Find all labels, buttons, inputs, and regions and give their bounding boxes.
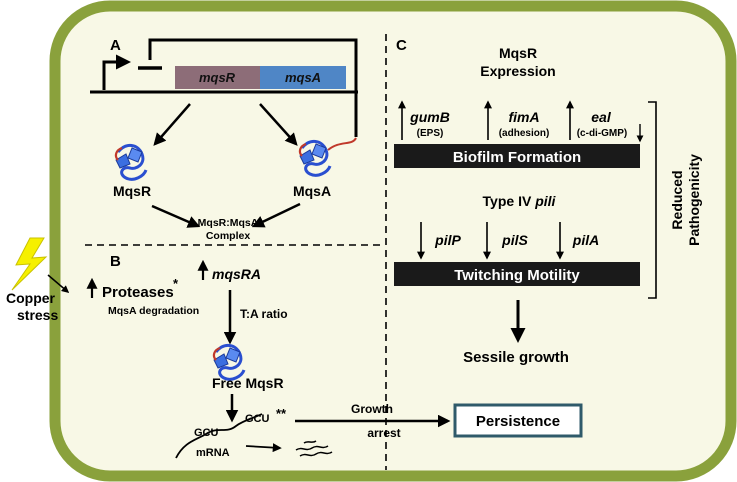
type-iv-pili-label: Type IV pili (483, 193, 557, 209)
fima-label: fimA (508, 109, 539, 125)
proteases-asterisk: * (173, 276, 179, 291)
proteases-label: Proteases (102, 284, 174, 301)
mrna-strand (175, 413, 263, 459)
mqsa-gene-label: mqsA (285, 70, 321, 85)
mqsr-expression-line2: Expression (480, 63, 555, 79)
gumb-label: gumB (409, 109, 450, 125)
panel-c-label: C (396, 37, 407, 54)
pils-label: pilS (501, 232, 528, 248)
complex-label-line1: MqsR:MqsA (198, 217, 259, 229)
cell-boundary (49, 0, 737, 482)
mqsr-gene-label: mqsR (199, 70, 236, 85)
cleaved-fragment-1 (295, 445, 329, 451)
mqsa-protein-label: MqsA (293, 183, 331, 199)
mrna-label: mRNA (196, 447, 230, 459)
mqsr-gene (175, 66, 260, 89)
mqsa-degradation-label: MqsA degradation (108, 305, 199, 317)
biofilm-bar (394, 144, 640, 168)
arrow-mqsa-to-complex (251, 202, 301, 228)
persistence-box (453, 403, 583, 438)
stress-label: stress (17, 307, 58, 323)
gcu-label-1: GCU (194, 427, 219, 439)
arrow-mqsr-to-complex (151, 204, 201, 228)
pila-label: pilA (572, 232, 599, 248)
mqsr-protein-label: MqsR (113, 183, 151, 199)
cleaved-fragment-2 (299, 451, 333, 457)
free-mqsr-label: Free MqsR (212, 375, 284, 391)
complex-label-line2: Complex (206, 230, 251, 242)
pilp-label: pilP (434, 232, 461, 248)
cleaved-fragment-3 (303, 440, 317, 444)
ta-ratio-label: T:A ratio (240, 307, 288, 321)
growth-label: Growth (351, 402, 393, 416)
arrow-to-cleaved (245, 443, 282, 453)
panel-a-label: A (110, 37, 121, 54)
repression-line (148, 38, 358, 137)
gcu-label-2: GCU (245, 413, 270, 425)
eal-sub-label: (c-di-GMP) (577, 128, 628, 139)
mqsa-gene (260, 66, 346, 89)
mqsa-tail (327, 137, 357, 151)
pathogenicity-bracket (648, 101, 657, 299)
lightning-bolt-icon (11, 237, 48, 291)
arrow-to-mqsa (259, 103, 298, 146)
arrest-label: arrest (367, 426, 400, 440)
gumb-sub-label: (EPS) (417, 128, 444, 139)
pathogenicity-label: Pathogenicity (686, 154, 702, 246)
copper-label: Copper (6, 290, 56, 306)
twitching-bar (394, 262, 640, 286)
eal-label: eal (591, 109, 612, 125)
arrow-to-mqsr (153, 103, 191, 146)
persistence-label: Persistence (476, 413, 560, 430)
twitching-label: Twitching Motility (454, 267, 580, 284)
lightning-pointer (47, 274, 70, 293)
mqsra-label: mqsRA (212, 266, 261, 282)
reduced-label: Reduced (669, 170, 685, 229)
biofilm-label: Biofilm Formation (453, 149, 581, 166)
fima-sub-label: (adhesion) (499, 128, 550, 139)
mqsr-expression-line1: MqsR (499, 45, 537, 61)
sessile-growth-label: Sessile growth (463, 349, 569, 366)
promoter-arrow (102, 54, 131, 90)
panel-b-label: B (110, 253, 121, 270)
double-asterisk: ** (276, 406, 287, 421)
